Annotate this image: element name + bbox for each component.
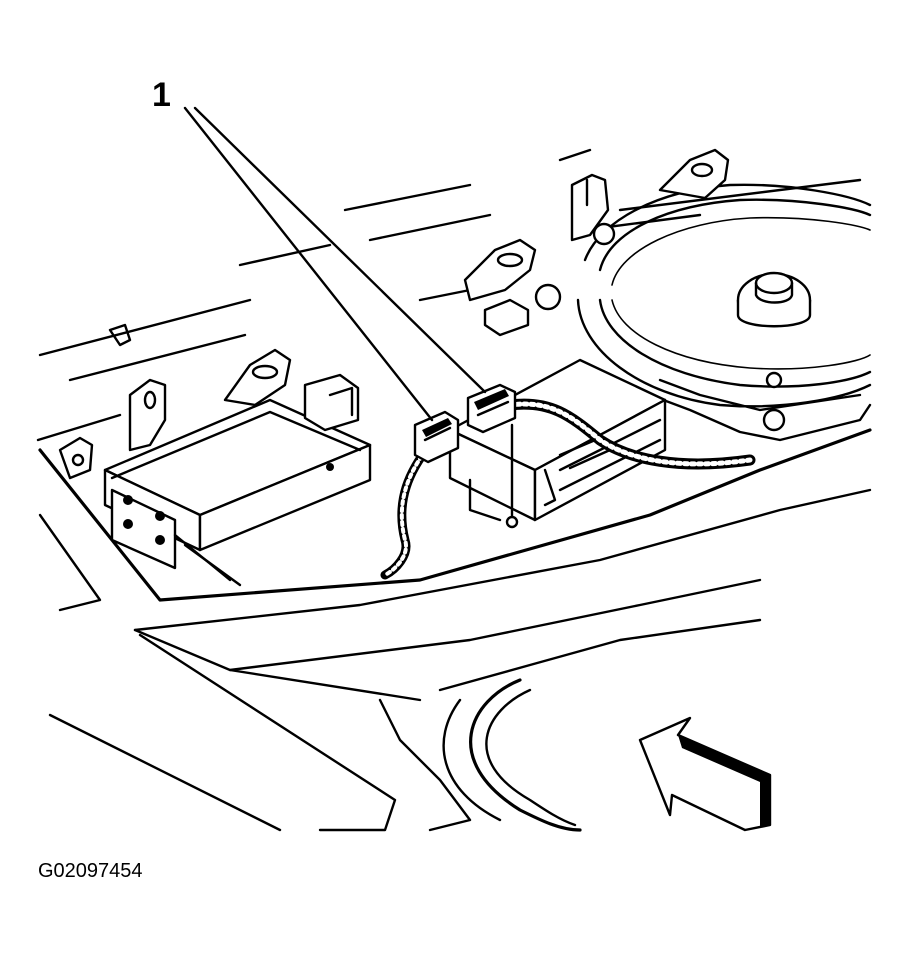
- right-control-module: [448, 358, 667, 522]
- direction-arrow: [638, 716, 772, 832]
- speaker: [576, 183, 872, 442]
- callout-leaders: [183, 106, 487, 422]
- left-control-module: [103, 373, 372, 587]
- mounting-brackets: [58, 148, 730, 480]
- electrical-connectors: [413, 383, 519, 529]
- figure-id: G02097454: [38, 860, 143, 882]
- wire-harness: [380, 398, 756, 580]
- callout-label-1: 1: [152, 76, 171, 114]
- trunk-panel: [38, 428, 872, 832]
